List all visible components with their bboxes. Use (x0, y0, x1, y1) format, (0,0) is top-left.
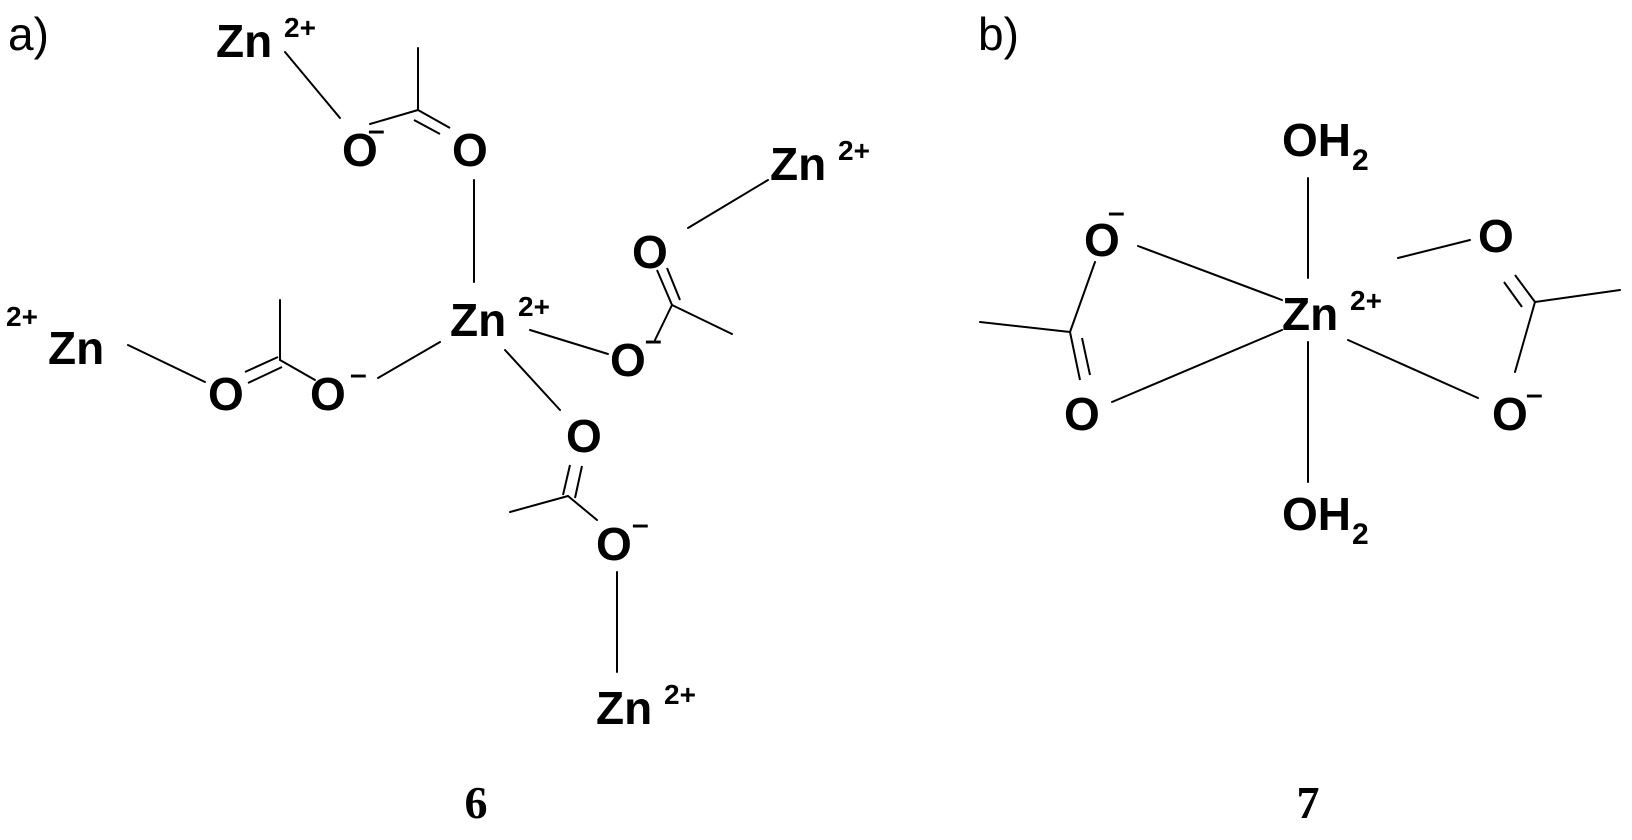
panel-b: b) OH 2 OH 2 (978, 8, 1621, 828)
zinc-ion-top: Zn 2+ (216, 12, 316, 67)
svg-text:–: – (1108, 196, 1125, 229)
svg-text:2+: 2+ (518, 291, 550, 322)
oxygen-carbonyl-bottom: O (566, 410, 602, 462)
zinc-ion-bottom: Zn 2+ (596, 679, 696, 734)
bond-c-o-left-anion (1069, 261, 1096, 333)
bond-center-zn-right-o (529, 329, 609, 355)
oxygen-carbonyl-top: O (452, 124, 488, 176)
bond-zn-top-o (284, 51, 341, 119)
svg-text:O: O (310, 368, 346, 420)
oxygen-anion-top: O – (342, 114, 385, 176)
oxygen-anion-right-b: O – (1492, 378, 1543, 440)
bond-c-methyl-bottom (509, 495, 569, 513)
bond-c-o-double-left-1 (244, 356, 279, 373)
panel-b-label: b) (978, 8, 1019, 60)
oxygen-carbonyl-left-b: O (1064, 388, 1100, 440)
svg-text:Zn: Zn (596, 682, 652, 734)
svg-text:–: – (350, 358, 367, 391)
bond-c-o-double-top-2 (413, 119, 441, 135)
bond-c-o-double-right-1 (1514, 274, 1536, 303)
svg-text:2+: 2+ (6, 301, 38, 332)
panel-a: a) (6, 8, 870, 828)
panel-a-label: a) (8, 8, 49, 60)
oxygen-carbonyl-right: O (632, 226, 668, 278)
bond-zn-o-left-anion (1137, 245, 1283, 301)
bond-center-zn-left-o (377, 341, 441, 379)
bond-c-methyl-right (671, 304, 733, 335)
bond-c-o-double-bottom-2 (574, 465, 583, 499)
zinc-ion-left: 2+ Zn (6, 301, 104, 374)
bond-o-c-top (369, 109, 419, 125)
svg-text:Zn: Zn (48, 322, 104, 374)
oxygen-carbonyl-left: O (208, 368, 244, 420)
svg-text:2+: 2+ (838, 135, 870, 166)
svg-text:Zn: Zn (1282, 288, 1338, 340)
oxygen-carbonyl-right-b: O (1478, 210, 1514, 262)
oxygen-anion-left: O – (310, 358, 367, 420)
svg-text:Zn: Zn (770, 138, 826, 190)
bond-c-o-right-anion (1514, 301, 1536, 373)
oxygen-anion-left-b: O – (1084, 196, 1125, 266)
water-ligand-bottom: OH 2 (1282, 488, 1369, 551)
bond-c-o-double-right-2 (1503, 281, 1523, 308)
svg-text:–: – (1526, 378, 1543, 411)
compound-number-6: 6 (465, 777, 488, 828)
svg-text:O: O (610, 334, 646, 386)
svg-text:2: 2 (1352, 144, 1369, 177)
svg-text:–: – (645, 324, 662, 357)
bond-c-o-double-left-2 (1081, 337, 1091, 376)
bond-c-o-double-right-1 (656, 269, 673, 306)
compound-number-7: 7 (1297, 777, 1320, 828)
water-ligand-top: OH 2 (1282, 114, 1369, 177)
zinc-ion-center-b: Zn 2+ (1282, 285, 1382, 340)
svg-text:2+: 2+ (284, 12, 316, 43)
zinc-ion-right: Zn 2+ (770, 135, 870, 190)
svg-text:2: 2 (1352, 518, 1369, 551)
svg-text:2+: 2+ (664, 679, 696, 710)
bond-c-o-double-left-2 (247, 366, 283, 384)
bond-c-o-right (654, 304, 673, 341)
svg-text:Zn: Zn (216, 15, 272, 67)
svg-text:2+: 2+ (1350, 285, 1382, 316)
bond-center-zn-bottom-o (504, 349, 561, 411)
svg-text:O: O (596, 518, 632, 570)
panel-a-bonds (127, 47, 769, 673)
bond-c-o-double-top-1 (417, 109, 451, 129)
oxygen-anion-bottom: O – (596, 508, 649, 570)
svg-text:OH: OH (1282, 488, 1351, 540)
oxygen-anion-right: O – (610, 324, 662, 386)
bond-c-o-double-bottom-1 (562, 464, 571, 496)
svg-text:–: – (632, 508, 649, 541)
bond-c-o-double-right-2 (666, 267, 681, 301)
svg-text:O: O (1492, 388, 1528, 440)
bond-c-methyl-right (1534, 289, 1621, 303)
bond-zn-right-o (687, 179, 769, 229)
bond-zn-o-right-carbonyl (1397, 239, 1471, 259)
svg-text:O: O (342, 124, 378, 176)
panel-b-bonds (979, 177, 1621, 483)
zinc-ion-center: Zn 2+ (450, 291, 550, 346)
bond-zn-left-o (127, 344, 206, 383)
bond-c-o-left (279, 359, 316, 381)
bond-c-o-bottom (567, 495, 598, 521)
bond-zn-o-left-carbonyl (1111, 329, 1283, 403)
svg-text:O: O (1084, 214, 1120, 266)
bond-zn-o-right-anion (1347, 339, 1479, 399)
svg-text:Zn: Zn (450, 294, 506, 346)
svg-text:OH: OH (1282, 114, 1351, 166)
svg-text:–: – (368, 114, 385, 147)
bond-c-methyl-left (979, 321, 1071, 333)
bond-c-o-double-left-1 (1069, 331, 1081, 381)
